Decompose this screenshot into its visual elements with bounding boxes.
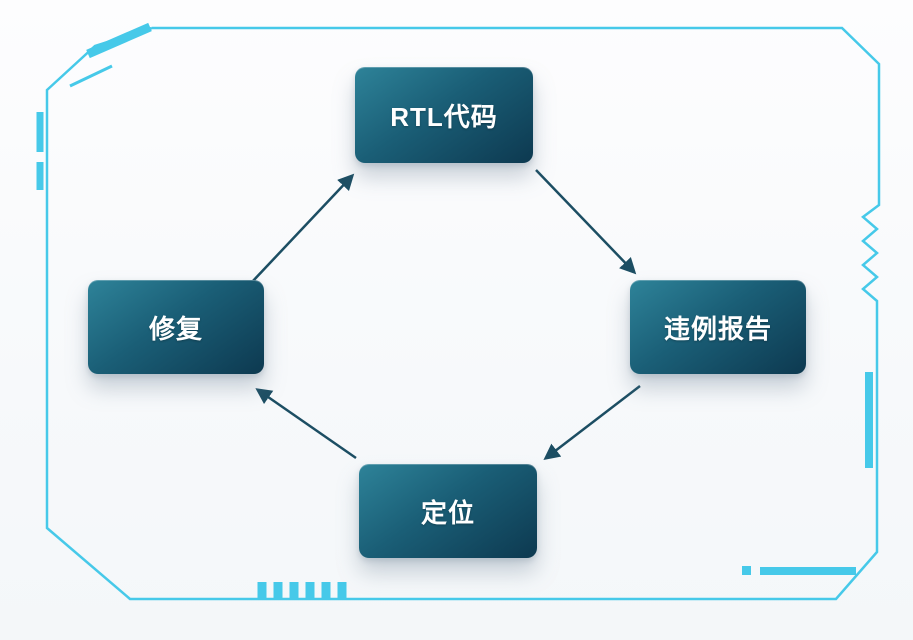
edge-rtl-to-violation <box>535 169 637 275</box>
frame-corner-accent-echo <box>69 64 113 88</box>
node-fix: 修复 <box>88 280 264 374</box>
node-locate: 定位 <box>359 464 537 558</box>
node-violation-report: 违例报告 <box>630 280 806 374</box>
node-violation-report-label: 违例报告 <box>663 313 772 344</box>
node-rtl-code-label: RTL代码 <box>390 101 498 132</box>
frame-bottom-ticks <box>257 582 347 598</box>
frame-corner-accent <box>86 22 152 59</box>
edge-fix-to-rtl <box>251 173 355 283</box>
node-locate-label: 定位 <box>420 497 475 528</box>
edge-locate-to-fix <box>255 388 357 460</box>
node-fix-label: 修复 <box>148 313 203 344</box>
frame-bottom-right-square <box>742 566 751 575</box>
node-rtl-code: RTL代码 <box>355 67 533 163</box>
edge-violation-to-locate <box>543 385 641 460</box>
